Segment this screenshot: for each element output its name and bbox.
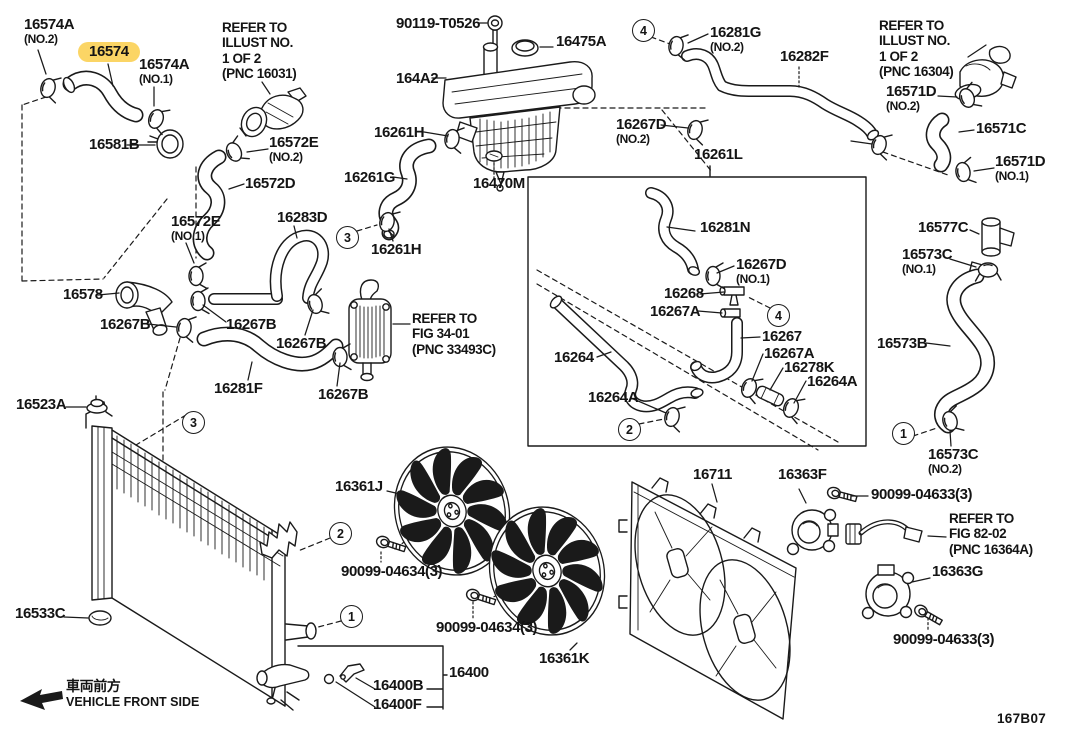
part-label-16400b: 16400B — [373, 677, 424, 694]
part-label-16571c: 16571C — [976, 120, 1027, 137]
part-label-16261h-2: 16261H — [371, 241, 422, 258]
part-label-16264a-1: 16264A — [807, 373, 858, 390]
front-side-label-jp: 車両前方 — [66, 678, 121, 694]
radiator-plug-16523a — [86, 398, 108, 414]
thermostat-housing — [239, 87, 307, 138]
part-label-16267d-no1: 16267D(NO.1) — [736, 256, 787, 286]
fan-shroud — [618, 477, 797, 720]
part-label-16267a-2: 16267A — [764, 345, 815, 362]
part-label-16573c-no1: 16573C(NO.1) — [902, 246, 953, 276]
part-label-16574a-no1: 16574A(NO.1) — [139, 56, 190, 86]
part-label-16523a: 16523A — [16, 396, 67, 413]
part-label-16574a-no2: 16574A(NO.2) — [24, 16, 75, 46]
part-label-16267d-no2: 16267D(NO.2) — [616, 116, 667, 146]
part-label-16571d-no2: 16571D(NO.2) — [886, 83, 937, 113]
callout-1-b: 1 — [340, 605, 363, 628]
oil-cooler — [348, 279, 392, 382]
callout-4-b: 4 — [767, 304, 790, 327]
part-label-90099-04634-2: 90099-04634(3) — [436, 619, 538, 636]
part-label-16400f: 16400F — [373, 696, 422, 713]
part-label-16267b-2: 16267B — [226, 316, 277, 333]
part-label-16581b: 16581B — [89, 136, 140, 153]
part-label-90119-t0526: 90119-T0526 — [396, 15, 481, 32]
part-label-16267b-1: 16267B — [100, 316, 151, 333]
detail-box — [527, 176, 867, 447]
part-label-16261h-1: 16261H — [374, 124, 425, 141]
lower-pipe-group — [256, 645, 448, 710]
part-label-16363g: 16363G — [932, 563, 983, 580]
part-label-16283d: 16283D — [277, 209, 328, 226]
part-label-16361j: 16361J — [335, 478, 383, 495]
motor-harness — [845, 519, 923, 545]
part-label-16572d: 16572D — [245, 175, 296, 192]
part-label-16267a-1: 16267A — [650, 303, 701, 320]
part-label-16267: 16267 — [762, 328, 802, 345]
part-label-16571d-no1: 16571D(NO.1) — [995, 153, 1046, 183]
part-label-16475a: 16475A — [556, 33, 607, 50]
part-label-16400: 16400 — [449, 664, 489, 681]
front-side-label-en: VEHICLE FRONT SIDE — [66, 695, 200, 709]
radiator — [85, 395, 317, 711]
drain-plug-16533c — [88, 610, 112, 626]
part-label-16281g-no2: 16281G(NO.2) — [710, 24, 761, 54]
fan-motor-16363g — [861, 564, 915, 620]
part-label-16573b: 16573B — [877, 335, 928, 352]
connector-16278k — [755, 385, 785, 407]
fan-motor-16363f — [786, 508, 839, 556]
part-label-16361k: 16361K — [539, 650, 590, 667]
part-label-16268: 16268 — [664, 285, 704, 302]
o-ring-16400f — [323, 673, 335, 685]
screw-leader-dots — [380, 66, 929, 631]
part-label-16577c: 16577C — [918, 219, 969, 236]
part-label-16533c: 16533C — [15, 605, 66, 622]
vehicle-front-arrow-icon — [20, 689, 63, 710]
callout-3-b: 3 — [182, 411, 205, 434]
callout-1-a: 1 — [892, 422, 915, 445]
part-label-16267b-4: 16267B — [318, 386, 369, 403]
callout-2-a: 2 — [618, 418, 641, 441]
part-label-16281f: 16281F — [214, 380, 263, 397]
part-label-16281n: 16281N — [700, 219, 751, 236]
part-label-90099-04633-2: 90099-04633(3) — [893, 631, 995, 648]
water-inlet-16577c — [981, 217, 1015, 257]
part-label-16572e-no1: 16572E(NO.1) — [171, 213, 221, 243]
part-label-16574-highlighted: 16574 — [78, 42, 140, 62]
part-label-16578: 16578 — [63, 286, 103, 303]
reservoir-tank — [442, 15, 596, 192]
part-label-16264a-2: 16264A — [588, 389, 639, 406]
part-label-16261g: 16261G — [344, 169, 395, 186]
thermostat-cap-16581b — [147, 129, 184, 159]
connector-16267a — [719, 308, 741, 318]
part-label-16573c-no2: 16573C(NO.2) — [928, 446, 979, 476]
part-label-16267b-3: 16267B — [276, 335, 327, 352]
callout-2-b: 2 — [329, 522, 352, 545]
leader-lines — [37, 22, 995, 708]
part-label-16470m: 16470M — [473, 175, 525, 192]
connector-16268 — [719, 286, 745, 306]
part-label-90099-04634-1: 90099-04634(3) — [341, 563, 443, 580]
part-label-16572e-no2: 16572E(NO.2) — [269, 134, 319, 164]
t-joint-16578 — [115, 281, 173, 336]
part-label-16278k: 16278K — [784, 359, 835, 376]
part-label-16264: 16264 — [554, 349, 594, 366]
callout-3-a: 3 — [336, 226, 359, 249]
part-label-16363f: 16363F — [778, 466, 827, 483]
part-label-164a2: 164A2 — [396, 70, 439, 87]
part-label-16261l: 16261L — [694, 146, 743, 163]
callout-4-a: 4 — [632, 19, 655, 42]
drain-cock-16400b — [339, 663, 365, 683]
part-label-16282f: 16282F — [780, 48, 829, 65]
figure-code: 167B07 — [997, 711, 1047, 726]
part-label-16711: 16711 — [693, 466, 732, 483]
part-label-90099-04633-1: 90099-04633(3) — [871, 486, 973, 503]
